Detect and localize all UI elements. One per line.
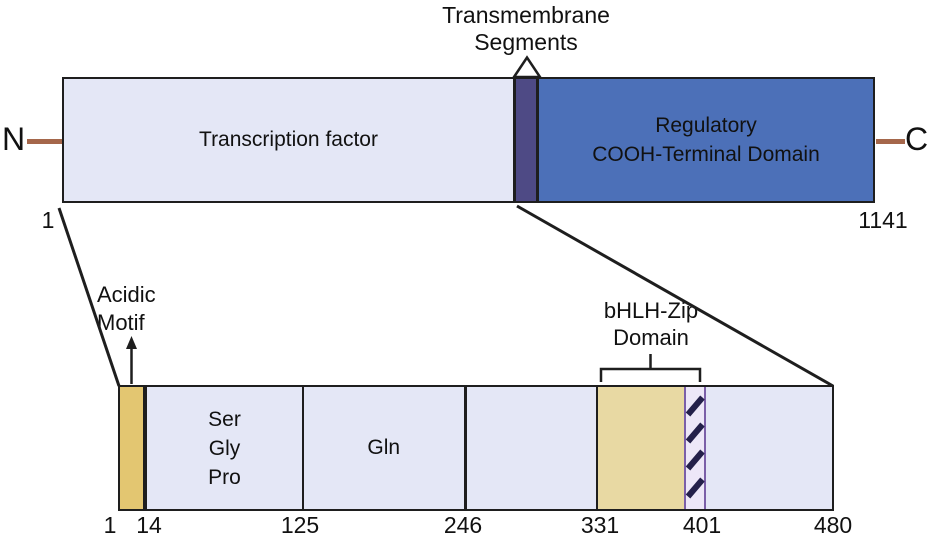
tick-125: 125 — [280, 512, 320, 538]
transmembrane-segments-label: Transmembrane Segments — [442, 2, 610, 55]
gln-label: Gln — [367, 436, 401, 459]
bhlh-zip-domain-label: bHLH-Zip Domain — [603, 298, 699, 350]
n-terminus-label: N — [2, 121, 26, 157]
acidic-motif-segment — [120, 387, 147, 509]
unlabeled-segment-246-331 — [466, 387, 598, 509]
tick-1: 1 — [103, 512, 117, 538]
bhlh-zip-bracket — [599, 367, 702, 382]
zoom-connector-right — [516, 204, 834, 388]
acidic-motif-label: Acidic Motif — [97, 282, 156, 335]
leucine-zipper-hatched-segment — [684, 387, 706, 509]
unlabeled-segment-401-480 — [705, 387, 832, 509]
tick-480: 480 — [813, 512, 853, 538]
tick-331: 331 — [580, 512, 620, 538]
ser-gly-pro-label: Ser Gly Pro — [208, 407, 241, 489]
tick-401: 401 — [682, 512, 722, 538]
top-bar-start-residue: 1 — [41, 207, 55, 233]
expanded-region-bar: Ser Gly Pro Gln — [118, 385, 834, 511]
transcription-factor-label: Transcription factor — [199, 128, 378, 151]
regulatory-domain-segment: Regulatory COOH-Terminal Domain — [539, 79, 873, 201]
transmembrane-segment-band — [513, 79, 539, 201]
c-terminus-label: C — [905, 121, 929, 157]
acidic-motif-arrowhead — [126, 336, 137, 349]
transmembrane-pointer-caret — [511, 55, 543, 79]
gln-segment: Gln — [304, 387, 467, 509]
tick-246: 246 — [443, 512, 483, 538]
c-terminus-line — [876, 139, 905, 144]
full-protein-bar: Transcription factor Regulatory COOH-Ter… — [62, 77, 875, 203]
n-terminus-line — [27, 139, 62, 144]
bhlh-zip-segment — [597, 387, 684, 509]
ser-gly-pro-segment: Ser Gly Pro — [147, 387, 304, 509]
transcription-factor-segment: Transcription factor — [64, 79, 513, 201]
regulatory-domain-label: Regulatory COOH-Terminal Domain — [592, 114, 820, 166]
tick-14: 14 — [136, 512, 162, 538]
top-bar-end-residue: 1141 — [858, 207, 908, 233]
